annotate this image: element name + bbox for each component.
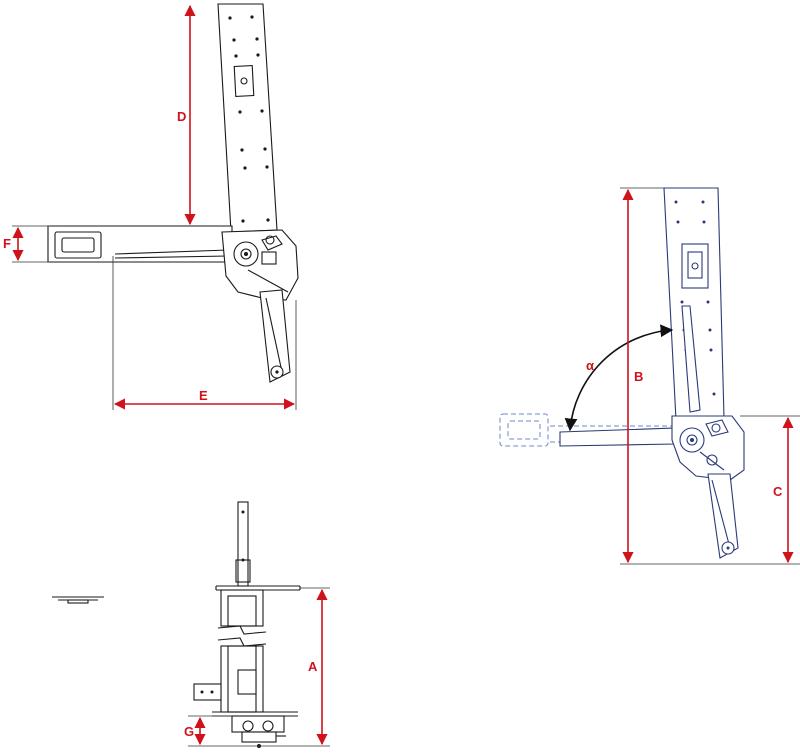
vertical-plate bbox=[217, 3, 278, 233]
hinge-hub bbox=[240, 248, 252, 260]
right-plate-slot bbox=[687, 251, 703, 279]
plate-holes bbox=[228, 15, 270, 223]
slot-center-hole bbox=[240, 77, 248, 85]
right-hinge-lever bbox=[705, 419, 729, 437]
hinge-block bbox=[261, 251, 277, 265]
small-disc-part bbox=[52, 596, 104, 604]
right-folded-arm bbox=[681, 305, 701, 413]
hinge-wheel bbox=[233, 241, 259, 267]
arm-inner-line-2 bbox=[114, 255, 229, 259]
right-hinge-wheel bbox=[679, 427, 705, 453]
dimension-f-label: F bbox=[3, 236, 11, 251]
dimension-c-label: C bbox=[773, 484, 783, 499]
right-view: α B C bbox=[499, 187, 800, 565]
arm-end-slot bbox=[61, 237, 95, 253]
top-rod bbox=[237, 501, 249, 587]
bottom-view: A G bbox=[52, 501, 330, 748]
side-bracket bbox=[193, 683, 222, 701]
dimension-g-label: G bbox=[184, 724, 194, 739]
dimension-e-label: E bbox=[199, 388, 208, 403]
plate-slot bbox=[233, 64, 255, 98]
break-mark-top bbox=[217, 625, 267, 635]
top-left-view: D F E bbox=[3, 3, 299, 410]
base-foot bbox=[241, 731, 277, 743]
column-window bbox=[237, 669, 257, 695]
dimension-b-label: B bbox=[634, 369, 643, 384]
right-horizontal-arm bbox=[559, 427, 677, 447]
hinge-lever bbox=[261, 235, 283, 251]
base-housing bbox=[231, 715, 285, 733]
right-hinge-pivot bbox=[706, 454, 718, 466]
ghost-end-box bbox=[499, 413, 549, 447]
column-upper bbox=[220, 589, 264, 627]
right-plate-frame bbox=[681, 243, 709, 289]
arm-inner-line bbox=[114, 249, 229, 255]
lower-leg bbox=[259, 289, 291, 383]
break-mark-bottom bbox=[217, 637, 267, 647]
angle-alpha-label: α bbox=[586, 358, 594, 373]
leg-rod bbox=[265, 297, 283, 373]
angle-arc bbox=[564, 324, 674, 432]
hinge-housing bbox=[221, 229, 299, 301]
dimension-d-label: D bbox=[177, 109, 186, 124]
hinge-link bbox=[247, 269, 289, 293]
dimension-a-label: A bbox=[308, 659, 318, 674]
